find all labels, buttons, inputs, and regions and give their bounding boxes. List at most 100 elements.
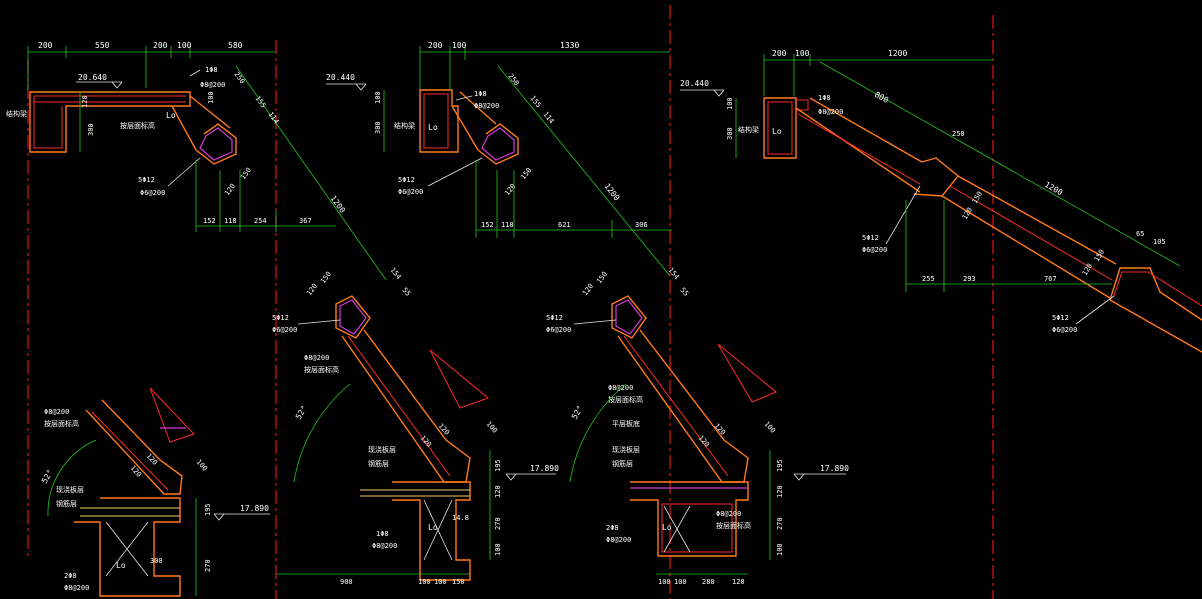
d6-right-dim-2: 120 xyxy=(776,485,784,498)
d2-rebar-top: 1Φ8 xyxy=(474,90,487,98)
d2-bottom-dim-4: 306 xyxy=(635,221,648,229)
d2-lo: Lo xyxy=(428,123,438,132)
d6-slab-dim-2: 120 xyxy=(713,422,727,437)
d6-stirrup-mid: Φ8@200 xyxy=(716,510,741,518)
d3-stirrup-knee: Φ6@200 xyxy=(862,246,887,254)
d1-slope-dim xyxy=(235,65,387,281)
d3-elev-mark xyxy=(713,89,725,97)
d6-angle-arc xyxy=(569,383,627,483)
d2-rebar-corner: 5Φ12 xyxy=(398,176,415,184)
d5-leader-top xyxy=(297,319,341,325)
d6-top-dim-2: 150 xyxy=(595,270,609,285)
d6-bottom-dim-2: 100 xyxy=(674,578,687,586)
d4-cross xyxy=(105,521,149,577)
d5-angle: 52° xyxy=(294,404,309,421)
d5-elev-mark xyxy=(505,473,517,481)
d2-bottom-dim-2: 118 xyxy=(501,221,514,229)
d3-slope-dim-1 xyxy=(819,61,941,131)
d3-slope-dim-2 xyxy=(939,129,1181,267)
d3-knee-outline xyxy=(913,157,959,197)
d5-angle-arc xyxy=(293,383,351,483)
d5-bottom-dim-4: 150 xyxy=(452,578,465,586)
d3-end-dim-3: 150 xyxy=(1093,248,1106,263)
d1-top-dim-4: 100 xyxy=(177,41,192,50)
d2-beam-rebar xyxy=(423,93,449,149)
d3-beam-dim-1: 100 xyxy=(726,97,734,110)
d5-layer2: 钢筋层 xyxy=(368,459,389,468)
d3-bottom-dim-3: 767 xyxy=(1044,275,1057,283)
d4-elevation: 17.890 xyxy=(240,504,269,513)
axis-lines xyxy=(27,5,994,599)
d6-beam-rebar xyxy=(661,503,733,553)
d3-slope-2 xyxy=(941,175,1117,299)
d6-right-dim-1: 195 xyxy=(776,459,784,472)
d1-bottom-dim-2: 118 xyxy=(224,217,237,225)
d5-section-mark xyxy=(429,349,489,409)
d3-stirrup-end: Φ6@200 xyxy=(1052,326,1077,334)
d2-corner-dim-1: 120 xyxy=(503,182,517,197)
d6-elevation: 17.890 xyxy=(820,464,849,473)
d3-leader-knee xyxy=(885,185,921,245)
d6-leader-top xyxy=(573,319,617,325)
d3-beam-dim-2: 300 xyxy=(726,127,734,140)
d3-top-hook xyxy=(796,99,809,111)
d1-beam-rebar xyxy=(33,95,186,149)
d1-beam-dim-3: 100 xyxy=(207,91,215,104)
d4-note: 按层面标高 xyxy=(44,419,79,428)
d1-bottom-dim-4: 367 xyxy=(299,217,312,225)
d6-beam-outline xyxy=(630,481,749,557)
d5-right-dim-4: 100 xyxy=(494,543,502,556)
d5-bottom-dim-1: 900 xyxy=(340,578,353,586)
d6-stirrup-bottom: Φ8@200 xyxy=(606,536,631,544)
d5-top-dim-1: 120 xyxy=(305,282,319,297)
d2-corner-dim-2: 150 xyxy=(519,166,533,181)
d2-rebar-top2: Φ8@200 xyxy=(474,102,499,110)
d6-stirrup: Φ8@200 xyxy=(608,384,633,392)
d5-stirrup-mid: Φ8@200 xyxy=(372,542,397,550)
d3-bottom-dim-1: 255 xyxy=(922,275,935,283)
d1-rebar-top: 1Φ8 xyxy=(205,66,218,74)
d5-mid-dim: 14.8 xyxy=(452,514,469,522)
d4-lo: Lo xyxy=(116,561,126,570)
d5-stirrup: Φ8@200 xyxy=(304,354,329,362)
d4-rebar-bottom: 2Φ8 xyxy=(64,572,77,580)
d2-slab-dim-1: 250 xyxy=(506,72,520,87)
d3-rebar-top: 1Φ8 xyxy=(818,94,831,102)
d3-top-dim-3: 1200 xyxy=(888,49,907,58)
d1-bottom-dim-3: 254 xyxy=(254,217,267,225)
d1-beam-outline xyxy=(29,91,191,153)
d5-slope-rebar xyxy=(347,335,451,477)
d5-top-dim-4: 55 xyxy=(400,286,412,298)
d3-elevation: 20.440 xyxy=(680,79,709,88)
d2-top-dim-1: 200 xyxy=(428,41,443,50)
d6-cross xyxy=(663,505,691,553)
d6-rebar-bottom: 2Φ8 xyxy=(606,524,619,532)
d3-lo: Lo xyxy=(772,127,782,136)
d6-right-dim-3: 270 xyxy=(776,517,784,530)
d6-slab-dim-3: 100 xyxy=(763,420,777,435)
d6-bottom-dim-1: 100 xyxy=(658,578,671,586)
d4-angle-arc xyxy=(47,439,97,517)
d5-rebar-mid: 1Φ8 xyxy=(376,530,389,538)
d2-bottom-dim-1: 152 xyxy=(481,221,494,229)
detail-4: Lo Φ8@200 按层面标高 52° 现浇板层 钢筋层 120 120 100… xyxy=(40,387,270,597)
d6-top-dim-3: 154 xyxy=(666,266,680,281)
d1-top-dim-1: 200 xyxy=(38,41,53,50)
d1-note-mid: 按层面标高 xyxy=(120,121,155,130)
d5-top-outline xyxy=(335,295,371,339)
d3-slope-rebar xyxy=(797,113,921,185)
d3-rebar-end: 5Φ12 xyxy=(1052,314,1069,322)
d4-right-dim-2: 270 xyxy=(204,559,212,572)
d3-beam-outline xyxy=(763,97,797,159)
d6-rebar: 5Φ12 xyxy=(546,314,563,322)
d4-slope xyxy=(85,399,183,495)
d2-slope-dim xyxy=(497,65,671,277)
d1-slab-dim-1: 250 xyxy=(232,70,246,85)
d2-slope-dim-label: 1200 xyxy=(602,182,621,203)
d2-beam-dim-1: 100 xyxy=(374,91,382,104)
d6-lo: Lo xyxy=(662,523,672,532)
d4-stirrup-bottom: Φ8@200 xyxy=(64,584,89,592)
d1-rebar-corner: 5Φ12 xyxy=(138,176,155,184)
